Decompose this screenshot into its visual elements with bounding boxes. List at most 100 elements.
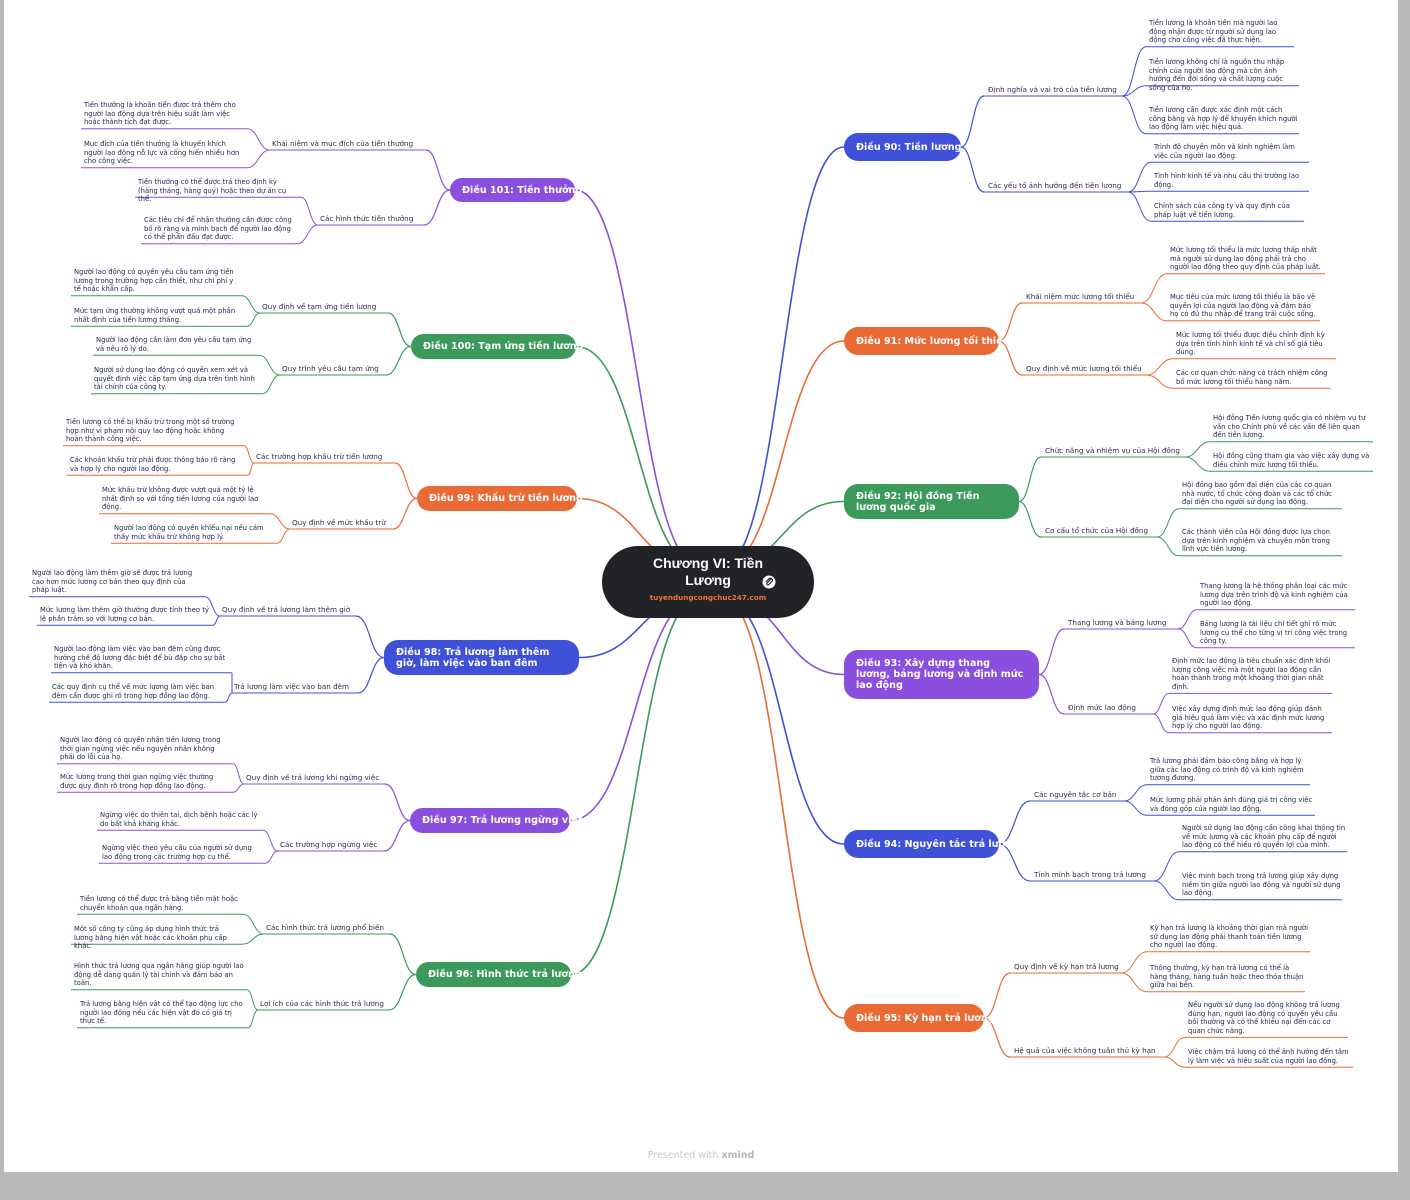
- leaf-note[interactable]: Tiền thưởng là khoản tiền được trả thêm …: [84, 101, 236, 127]
- subtopic-cac-yeu-to-anh-huong-den-tien-luong[interactable]: Các yếu tố ảnh hưởng đến tiền lương: [988, 181, 1122, 190]
- leaf-note[interactable]: Mức lương tối thiểu là mức lương thấp nh…: [1170, 246, 1321, 272]
- leaf-note[interactable]: Thang lương là hệ thống phân loại các mứ…: [1200, 582, 1348, 608]
- connector-line: [1127, 191, 1152, 222]
- leaf-note[interactable]: Các quy định cụ thể về mức lương làm việ…: [52, 683, 215, 700]
- subtopic-cac-hinh-thuc-tien-thuong[interactable]: Các hình thức tiền thưởng: [320, 214, 414, 223]
- leaf-note[interactable]: Mức lương làm thêm giờ thường được tính …: [40, 606, 209, 623]
- subtopic-loi-ich-cua-cac-hinh-thuc-tra-luong[interactable]: Lợi ích của các hình thức trả lương: [260, 999, 384, 1008]
- connector-line: [1140, 302, 1168, 322]
- leaf-note[interactable]: Ngừng việc do thiên tai, dịch bệnh hoặc …: [100, 811, 258, 828]
- leaf-note[interactable]: Các khoản khấu trừ phải được thông báo r…: [70, 456, 236, 473]
- subtopic-he-qua-cua-viec-khong-tuan-thu-ky-han[interactable]: Hệ quả của việc không tuân thủ kỳ hạn: [1014, 1046, 1156, 1055]
- topic-dieu-95[interactable]: Điều 95: Kỳ hạn trả lương: [844, 1004, 995, 1032]
- subtopic-khai-niem-muc-luong-toi-thieu[interactable]: Khái niệm mức lương tối thiểu: [1026, 292, 1135, 301]
- subtopic-dinh-muc-lao-dong[interactable]: Định mức lao động: [1068, 703, 1136, 712]
- leaf-note[interactable]: Tiền lương có thể bị khấu trừ trong một …: [66, 418, 235, 444]
- leaf-note[interactable]: Thông thường, kỳ hạn trả lương có thể là…: [1150, 964, 1304, 990]
- leaf-note[interactable]: Định mức lao động là tiêu chuẩn xác định…: [1172, 657, 1331, 691]
- topic-dieu-90[interactable]: Điều 90: Tiền lương: [844, 133, 961, 161]
- leaf-note[interactable]: Người lao động có quyền yêu cầu tạm ứng …: [74, 268, 234, 294]
- topic-dieu-99[interactable]: Điều 99: Khấu trừ tiền lương: [417, 486, 583, 511]
- subtopic-quy-dinh-ve-tra-luong-khi-ngung-viec[interactable]: Quy định về trả lương khi ngừng việc: [246, 773, 380, 782]
- topic-dieu-100[interactable]: Điều 100: Tạm ứng tiền lương: [411, 334, 583, 359]
- subtopic-quy-trinh-yeu-cau-tam-ung[interactable]: Quy trình yêu cầu tạm ứng: [282, 364, 379, 373]
- leaf-note[interactable]: Nếu người sử dụng lao động không trả lươ…: [1188, 1001, 1340, 1035]
- leaf-note[interactable]: Tình hình kinh tế và nhu cầu thị trường …: [1154, 172, 1300, 189]
- subtopic-tinh-minh-bach-trong-tra-luong[interactable]: Tính minh bạch trong trả lương: [1034, 870, 1146, 879]
- subtopic-co-cau-to-chuc-cua-hoi-dong[interactable]: Cơ cấu tổ chức của Hội đồng: [1045, 526, 1149, 535]
- leaf-note[interactable]: Mục đích của tiền thưởng là khuyến khích…: [84, 140, 240, 166]
- connector-line: [296, 224, 319, 245]
- central-topic[interactable]: Chương VI: Tiền Lương tuyendungcongchuc2…: [602, 546, 814, 618]
- leaf-note[interactable]: Người lao động có quyền khiếu nại nếu cả…: [114, 524, 264, 541]
- leaf-note[interactable]: Người sử dụng lao động cần công khai thô…: [1182, 824, 1346, 850]
- subtopic-quy-dinh-ve-muc-luong-toi-thieu[interactable]: Quy định về mức lương tối thiểu: [1026, 364, 1142, 373]
- connector-line: [1145, 358, 1174, 376]
- subtopic-cac-truong-hop-khau-tru-tien-luong[interactable]: Các trường hợp khấu trừ tiền lương: [256, 452, 383, 461]
- xmind-brand[interactable]: xmind: [721, 1150, 755, 1161]
- leaf-note[interactable]: Hình thức trả lương qua ngân hàng giúp n…: [74, 962, 244, 988]
- topic-dieu-98[interactable]: Điều 98: Trả lương làm thêm giờ, làm việ…: [384, 640, 579, 675]
- leaf-note[interactable]: Mục tiêu của mức lương tối thiểu là bảo …: [1170, 293, 1316, 319]
- topic-dieu-94[interactable]: Điều 94: Nguyên tắc trả lương: [844, 830, 1019, 858]
- topic-dieu-91[interactable]: Điều 91: Mức lương tối thiểu: [844, 327, 1010, 355]
- leaf-note[interactable]: Tiền lương cần được xác định một cách cô…: [1149, 106, 1298, 132]
- subtopic-tra-luong-lam-viec-vao-ban-dem[interactable]: Trả lương làm việc vào ban đêm: [234, 682, 350, 691]
- leaf-note[interactable]: Tiền lương là khoản tiền mà người lao độ…: [1149, 19, 1278, 45]
- leaf-note[interactable]: Tiền thưởng có thể được trả theo định kỳ…: [138, 178, 287, 204]
- leaf-note[interactable]: Mức tạm ứng thường không vượt quá một ph…: [74, 307, 236, 324]
- subtopic-quy-dinh-ve-tam-ung-tien-luong[interactable]: Quy định về tạm ứng tiền lương: [262, 302, 377, 311]
- leaf-note[interactable]: Tiền lương không chỉ là nguồn thu nhập c…: [1149, 58, 1285, 92]
- topic-dieu-101[interactable]: Điều 101: Tiền thưởng: [450, 178, 582, 202]
- leaf-note[interactable]: Bảng lương là tài liệu chi tiết ghi rõ m…: [1200, 620, 1348, 646]
- subtopic-cac-truong-hop-ngung-viec[interactable]: Các trường hợp ngừng việc: [280, 840, 378, 849]
- subtopic-quy-dinh-ve-ky-han-tra-luong[interactable]: Quy định về kỳ hạn trả lương: [1014, 962, 1119, 971]
- central-url[interactable]: tuyendungcongchuc247.com: [649, 593, 767, 602]
- leaf-note[interactable]: Trả lương phải đảm bảo công bằng và hợp …: [1150, 757, 1304, 783]
- subtopic-cac-nguyen-tac-co-ban[interactable]: Các nguyên tắc cơ bản: [1034, 790, 1117, 799]
- leaf-note[interactable]: Người sử dụng lao động có quyền xem xét …: [94, 366, 255, 392]
- subtopic-quy-dinh-ve-muc-khau-tru[interactable]: Quy định về mức khấu trừ: [292, 518, 386, 527]
- leaf-note[interactable]: Chính sách của công ty và quy định của p…: [1154, 202, 1290, 219]
- subtopic-quy-dinh-ve-tra-luong-lam-them-gio[interactable]: Quy định về trả lương làm thêm giờ: [222, 605, 351, 614]
- connector-line: [1121, 85, 1147, 97]
- connector-line: [247, 1009, 259, 1029]
- leaf-note[interactable]: Hội đồng cũng tham gia vào việc xây dựng…: [1213, 452, 1370, 469]
- connector-line: [998, 340, 1023, 376]
- leaf-note[interactable]: Mức khấu trừ không được vượt quá một tỷ …: [102, 486, 259, 512]
- leaf-note[interactable]: Người lao động có quyền nhận tiền lương …: [60, 736, 221, 762]
- subtopic-khai-niem-va-muc-dich-cua-tien-thuong[interactable]: Khái niệm và mục đích của tiền thưởng: [272, 139, 414, 148]
- leaf-note[interactable]: Việc xây dựng định mức lao động giúp đán…: [1172, 705, 1325, 731]
- leaf-note[interactable]: Các tiêu chí để nhận thưởng cần được côn…: [144, 216, 292, 242]
- topic-dieu-97[interactable]: Điều 97: Trả lương ngừng việc: [410, 808, 584, 833]
- leaf-note[interactable]: Người lao động làm việc vào ban đêm cũng…: [54, 645, 226, 671]
- leaf-note[interactable]: Người lao động làm thêm giờ sẽ được trả …: [32, 569, 193, 595]
- connector-line: [1038, 628, 1065, 676]
- leaf-note[interactable]: Việc chậm trả lương có thể ảnh hưởng đến…: [1188, 1048, 1349, 1065]
- leaf-note[interactable]: Người lao động cần làm đơn yêu cầu tạm ứ…: [96, 336, 252, 353]
- subtopic-thang-luong-va-bang-luong[interactable]: Thang lương và bảng lương: [1068, 618, 1167, 627]
- leaf-note[interactable]: Một số công ty cũng áp dụng hình thức tr…: [74, 925, 227, 951]
- attachment-icon[interactable]: [762, 575, 776, 589]
- leaf-note[interactable]: Mức lương trong thời gian ngừng việc thư…: [60, 773, 214, 790]
- leaf-note[interactable]: Các thành viên của Hội đồng được lựa chọ…: [1182, 528, 1331, 554]
- connector-line: [1121, 46, 1147, 97]
- subtopic-dinh-nghia-va-vai-tro-cua-tien-luong[interactable]: Định nghĩa và vai trò của tiền lương: [988, 85, 1117, 94]
- subtopic-cac-hinh-thuc-tra-luong-pho-bien[interactable]: Các hình thức trả lương phổ biến: [266, 923, 384, 932]
- leaf-note[interactable]: Các cơ quan chức năng có trách nhiệm côn…: [1176, 369, 1328, 386]
- leaf-note[interactable]: Mức lương tối thiểu được điều chỉnh định…: [1176, 331, 1325, 357]
- leaf-note[interactable]: Việc minh bạch trong trả lương giúp xây …: [1182, 872, 1341, 898]
- leaf-note[interactable]: Hội đồng Tiền lương quốc gia có nhiệm vụ…: [1213, 414, 1366, 440]
- leaf-note[interactable]: Trình độ chuyên môn và kinh nghiệm làm v…: [1154, 143, 1295, 160]
- leaf-note[interactable]: Ngừng việc theo yêu cầu của người sử dụn…: [102, 844, 252, 861]
- leaf-note[interactable]: Kỳ hạn trả lương là khoảng thời gian mà …: [1150, 924, 1309, 950]
- topic-dieu-93[interactable]: Điều 93: Xây dựng thang lương, bảng lươn…: [844, 650, 1039, 699]
- leaf-note[interactable]: Hội đồng bao gồm đại diện của các cơ qua…: [1182, 481, 1333, 507]
- leaf-note[interactable]: Tiền lương có thể được trả bằng tiền mặt…: [80, 895, 238, 912]
- topic-dieu-92[interactable]: Điều 92: Hội đồng Tiền lương quốc gia: [844, 484, 1019, 519]
- subtopic-chuc-nang-va-nhiem-vu-cua-hoi-dong[interactable]: Chức năng và nhiệm vụ của Hội đồng: [1045, 446, 1180, 455]
- leaf-note[interactable]: Mức lương phải phản ánh đúng giá trị côn…: [1150, 796, 1313, 813]
- leaf-note[interactable]: Trả lương bằng hiện vật có thể tạo động …: [80, 1000, 243, 1026]
- topic-dieu-96[interactable]: Điều 96: Hình thức trả lương: [416, 962, 582, 987]
- connector-line: [384, 783, 411, 822]
